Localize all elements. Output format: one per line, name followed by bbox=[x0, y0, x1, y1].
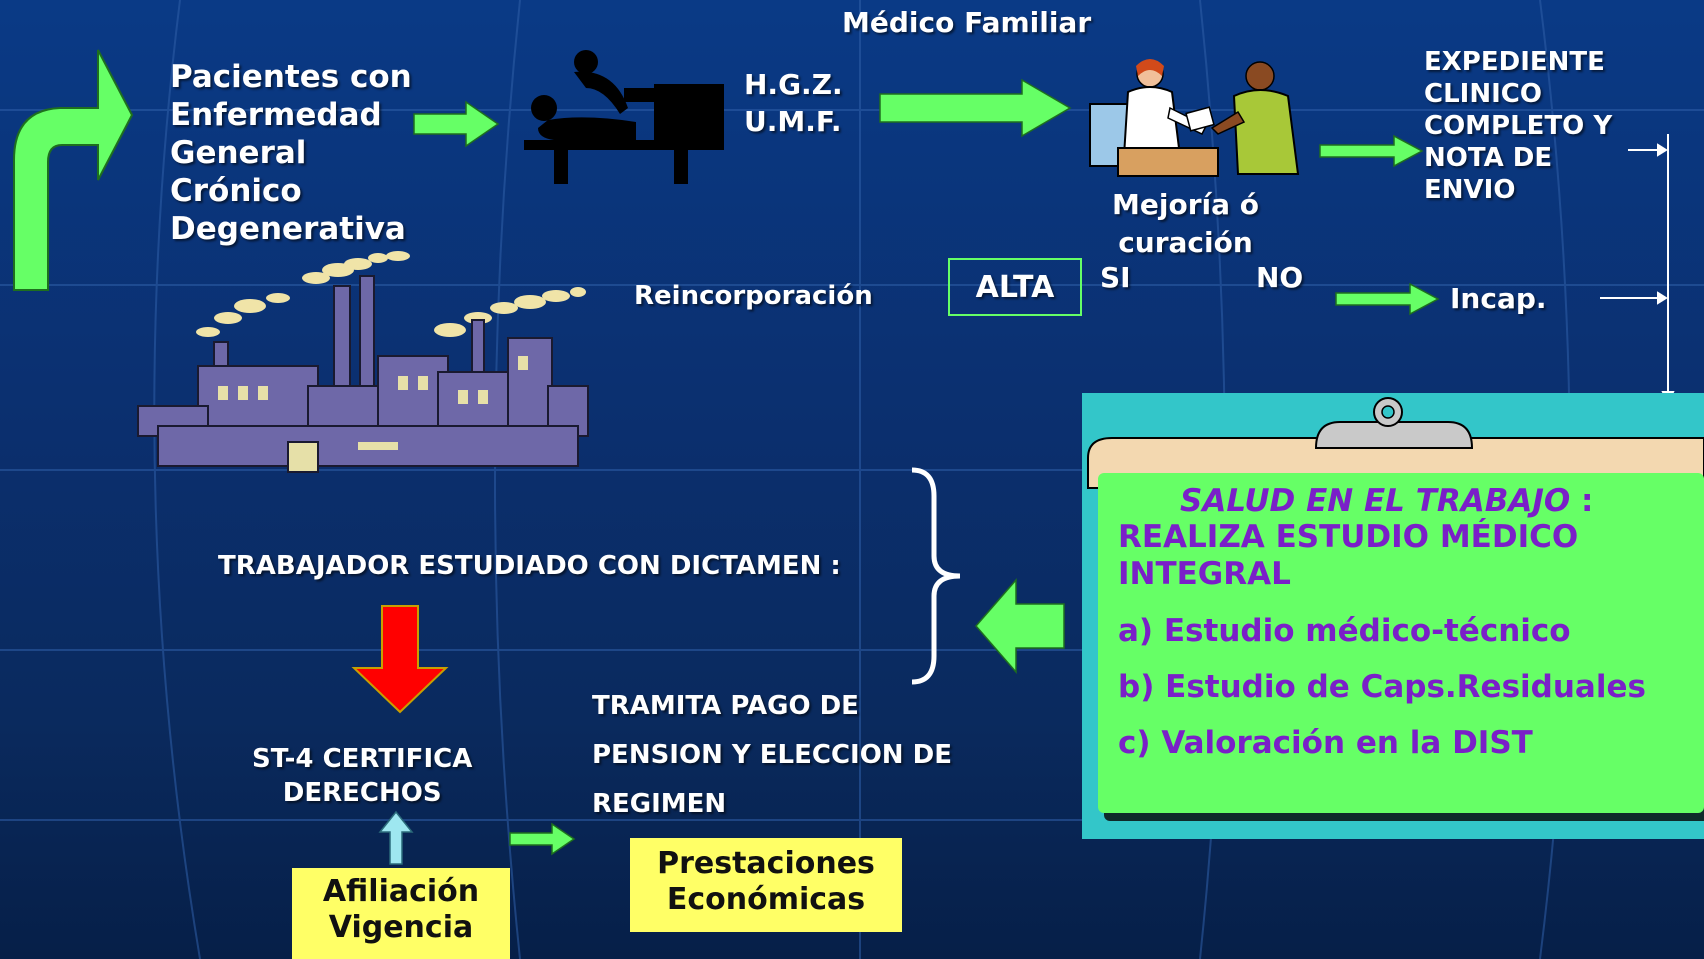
expediente-line: NOTA DE bbox=[1424, 143, 1553, 173]
afiliacion-line: Afiliación bbox=[322, 874, 480, 909]
patients-line: Crónico bbox=[170, 173, 302, 209]
patients-line: General bbox=[170, 135, 307, 171]
expediente-line: ENVIO bbox=[1424, 175, 1516, 205]
salud-board: SALUD EN EL TRABAJO : REALIZA ESTUDIO MÉ… bbox=[1098, 473, 1704, 813]
tramita-line: REGIMEN bbox=[592, 789, 727, 819]
incap-label: Incap. bbox=[1450, 282, 1547, 315]
salud-item-a: a) Estudio médico-técnico bbox=[1118, 613, 1571, 649]
arrow-right bbox=[879, 78, 1072, 138]
reincorporacion-label: Reincorporación bbox=[634, 281, 873, 311]
salud-title-line: SALUD EN EL TRABAJO : bbox=[1180, 483, 1593, 519]
top-title: Médico Familiar bbox=[842, 6, 1091, 40]
patients-line: Enfermedad bbox=[170, 97, 382, 133]
tramita-label: TRAMITA PAGO DE PENSION Y ELECCION DE RE… bbox=[592, 682, 952, 829]
salud-line1: REALIZA ESTUDIO MÉDICO bbox=[1118, 519, 1579, 555]
patients-line: Degenerativa bbox=[170, 211, 406, 247]
connector-lines bbox=[1600, 134, 1675, 405]
afiliacion-box: Afiliación Vigencia bbox=[292, 868, 510, 959]
mejoria-line: curación bbox=[1118, 226, 1253, 259]
trabajador-label: TRABAJADOR ESTUDIADO CON DICTAMEN : bbox=[218, 551, 841, 581]
hospital-label: H.G.Z. U.M.F. bbox=[744, 66, 843, 140]
arrow-up bbox=[378, 810, 414, 865]
tramita-line: TRAMITA PAGO DE bbox=[592, 691, 859, 721]
afiliacion-line: Vigencia bbox=[328, 910, 474, 945]
mejoria-line: Mejoría ó bbox=[1112, 188, 1259, 221]
arrow-right bbox=[1335, 282, 1440, 316]
hospital-line: U.M.F. bbox=[744, 105, 842, 138]
no-label: NO bbox=[1256, 261, 1304, 294]
expediente-label: EXPEDIENTE CLINICO COMPLETO Y NOTA DE EN… bbox=[1424, 46, 1612, 206]
top-title-text: Médico Familiar bbox=[842, 6, 1092, 39]
salud-title-colon: : bbox=[1570, 483, 1594, 519]
hospital-line: H.G.Z. bbox=[744, 68, 843, 101]
mejoria-label: Mejoría ó curación bbox=[1112, 186, 1259, 262]
salud-item-c: c) Valoración en la DIST bbox=[1118, 725, 1533, 761]
salud-line2: INTEGRAL bbox=[1118, 556, 1291, 592]
prestaciones-box: Prestaciones Económicas bbox=[630, 838, 902, 932]
arrow-right bbox=[1319, 134, 1424, 168]
si-label: SI bbox=[1100, 261, 1131, 294]
expediente-line: COMPLETO Y bbox=[1424, 111, 1613, 141]
expediente-line: EXPEDIENTE bbox=[1424, 47, 1605, 77]
patient-exam-icon bbox=[524, 50, 724, 184]
doctor-patient-icon bbox=[1089, 59, 1300, 177]
patients-line: Pacientes con bbox=[170, 59, 412, 95]
arrow-left bbox=[975, 577, 1065, 675]
arrow-down-red bbox=[351, 605, 449, 714]
arrow-right bbox=[413, 100, 500, 148]
tramita-line: PENSION Y ELECCION DE bbox=[592, 740, 952, 770]
expediente-line: CLINICO bbox=[1424, 79, 1542, 109]
arrow-right bbox=[509, 822, 576, 856]
st4-line: ST-4 CERTIFICA bbox=[252, 744, 473, 774]
alta-box: ALTA bbox=[948, 258, 1082, 316]
salud-title: SALUD EN EL TRABAJO bbox=[1180, 483, 1571, 519]
factory-icon bbox=[137, 251, 589, 473]
st4-line: DERECHOS bbox=[282, 778, 442, 808]
brace-icon bbox=[911, 467, 961, 685]
prestaciones-line: Económicas bbox=[666, 882, 866, 917]
patients-label: Pacientes con Enfermedad General Crónico… bbox=[170, 58, 412, 248]
prestaciones-line: Prestaciones bbox=[657, 846, 875, 881]
curved-arrow-icon bbox=[13, 49, 134, 291]
st4-label: ST-4 CERTIFICA DERECHOS bbox=[252, 742, 472, 810]
alta-label: ALTA bbox=[975, 269, 1055, 305]
salud-item-b: b) Estudio de Caps.Residuales bbox=[1118, 669, 1646, 705]
